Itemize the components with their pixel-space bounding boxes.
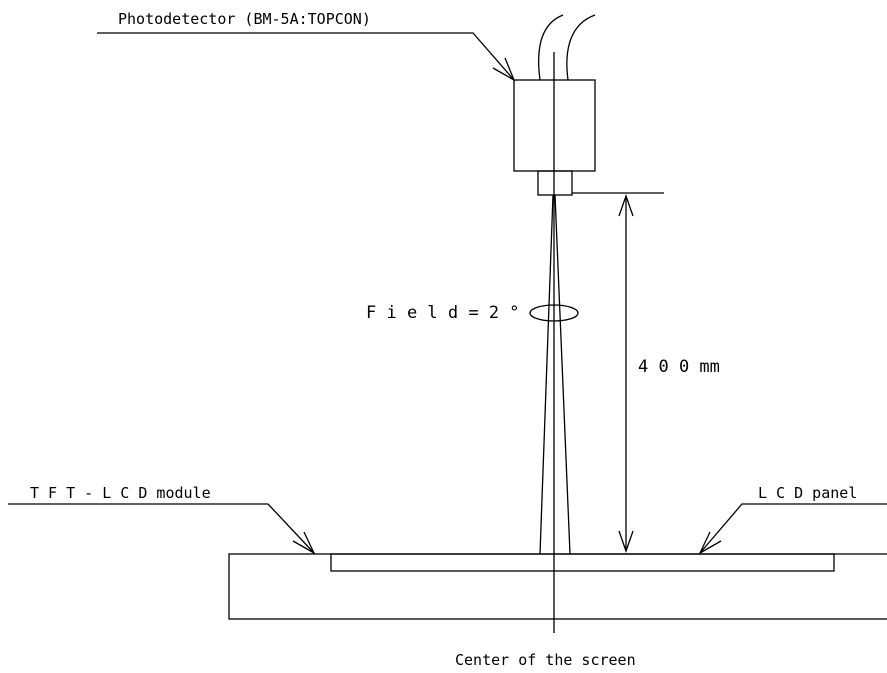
photodetector-leader-arrowhead	[492, 57, 516, 82]
field-cone-right	[554, 194, 571, 555]
center-of-screen-label: Center of the screen	[455, 651, 636, 669]
photodetector-lens	[537, 170, 573, 196]
field-angle-ellipse	[529, 304, 579, 322]
photodetector-label: Photodetector (BM-5A:TOPCON)	[118, 10, 371, 28]
tft-lcd-module-body	[228, 553, 887, 620]
tft-lcd-module-label: T F T - L C D module	[30, 484, 211, 502]
tft-module-leader-arrowhead	[292, 531, 316, 555]
field-cone-left	[539, 194, 554, 555]
tft-module-leader	[8, 503, 315, 554]
detector-cable-left	[537, 14, 564, 81]
distance-arrow-top	[618, 194, 634, 217]
lcd-panel-label: L C D panel	[758, 484, 858, 502]
distance-label: 4 0 0 mm	[638, 357, 720, 377]
field-angle-label: F i e l d = 2 °	[366, 303, 520, 323]
detector-cable-right	[566, 14, 596, 81]
lcd-panel-leader-arrowhead	[698, 531, 722, 555]
lcd-panel-leader	[699, 503, 887, 554]
photodetector-leader	[97, 32, 515, 81]
distance-arrow-bottom	[618, 530, 634, 553]
lcd-panel-body	[330, 553, 835, 572]
